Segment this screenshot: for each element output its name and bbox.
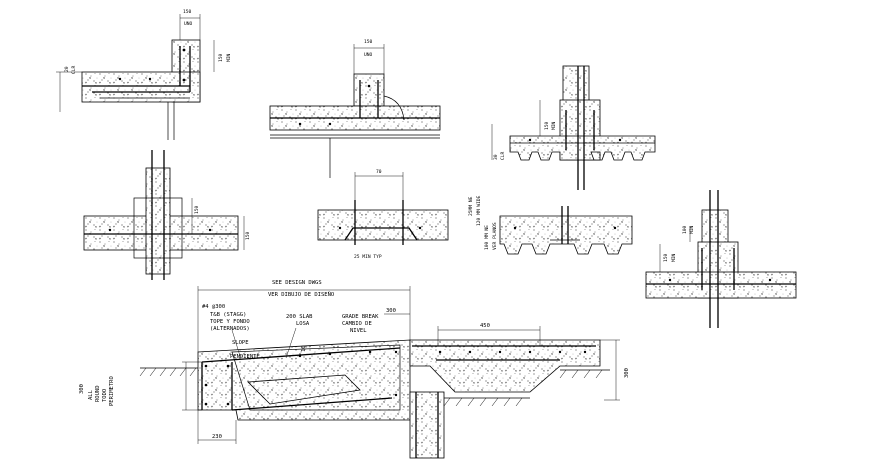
d7-dim-left-sub: MIN <box>671 253 677 262</box>
tb-line3: (ALTERNADOS) <box>210 326 250 332</box>
d1-dim-side-sub: MIN <box>226 53 232 62</box>
d5-note: 25 MIN TYP <box>354 254 382 260</box>
todo-label: TODO <box>102 389 108 402</box>
slope-label: SLOPE <box>232 340 249 346</box>
dim-300-left: 300 <box>79 384 85 394</box>
d2-dim-top: 150 <box>364 39 373 45</box>
detail-slab-edge-upturn: 150 UNO 150 MIN 20 CLR <box>56 9 232 140</box>
d6-label-c: 100 MM NE <box>484 225 490 250</box>
d7-dim-side: 100 <box>682 225 688 234</box>
d1-dim-top: 150 <box>183 9 192 15</box>
d4-dim-side: 150 <box>194 205 200 214</box>
slab-label: 200 SLAB <box>286 314 313 320</box>
ver-dibujo-label: VER DIBUJO DE DISEÑO <box>268 291 334 298</box>
rebar-label: #4 @300 <box>202 304 225 310</box>
detail-column-upstand: 100 MIN 150 MIN <box>645 190 797 328</box>
nivel-label: NIVEL <box>350 328 367 334</box>
d6-label-b: 120 MM WIDE <box>476 195 482 226</box>
detail-upstand-on-slab: 150 UNO <box>269 39 441 178</box>
perimetro-label: PERIMETRO <box>109 376 115 406</box>
ground-hatch-right <box>443 369 610 407</box>
d5-dim-top: 70 <box>376 169 382 175</box>
all-label: ALL <box>88 389 94 400</box>
d2-dim-top-sub: UNO <box>364 52 373 58</box>
d7-dim-left: 150 <box>663 253 669 262</box>
d3-dim-left-sub: CLR <box>500 151 506 160</box>
d6-label-a: 25MM NE <box>468 196 474 216</box>
dim-300-top: 300 <box>386 308 396 314</box>
tb-line1: T&B (STAGG) <box>210 312 246 318</box>
detail-ribbed-slab-joint: 25MM NE 120 MM WIDE 100 MM NE VER PLANOS <box>468 195 633 255</box>
d3-dim-left: 30 <box>493 154 499 160</box>
tb-line2: TOPE Y FONDO <box>210 319 250 325</box>
d7-dim-side-sub: MIN <box>689 225 695 234</box>
ground-hatch-left <box>139 367 200 377</box>
detail-slab-angle-connection: 70 25 MIN TYP <box>317 169 449 260</box>
see-design-label: SEE DESIGN DWGS <box>272 280 322 286</box>
dim-300-right: 300 <box>624 368 630 378</box>
d1-dim-left: 20 <box>64 66 70 72</box>
grade-break-label: GRADE BREAK <box>342 314 379 320</box>
dim-230: 230 <box>212 434 222 440</box>
round-label: ROUND <box>95 385 101 402</box>
losa-label: LOSA <box>296 321 310 327</box>
detail-column-ribbed-slab: 150 MIN 30 CLR <box>491 65 656 190</box>
cambio-label: CAMBIO DE <box>342 321 372 327</box>
pendiente-label: PENDIENTE <box>230 354 260 360</box>
detail-column-thru-slab: 150 150 <box>83 150 251 280</box>
dim-450: 450 <box>480 323 490 329</box>
d6-label-d: VER PLANOS <box>492 222 498 250</box>
d1-dim-side: 150 <box>218 53 224 62</box>
dim-10: 10 <box>301 345 307 352</box>
d3-dim-side-sub: MIN <box>551 121 557 130</box>
section-perimeter-beam-slab: SEE DESIGN DWGS VER DIBUJO DE DISEÑO #4 … <box>79 280 630 459</box>
d1-dim-top-sub: UNO <box>184 21 193 27</box>
d3-dim-side: 150 <box>544 121 550 130</box>
d1-dim-left-sub: CLR <box>71 65 77 74</box>
d4-dim-right: 150 <box>245 231 251 240</box>
